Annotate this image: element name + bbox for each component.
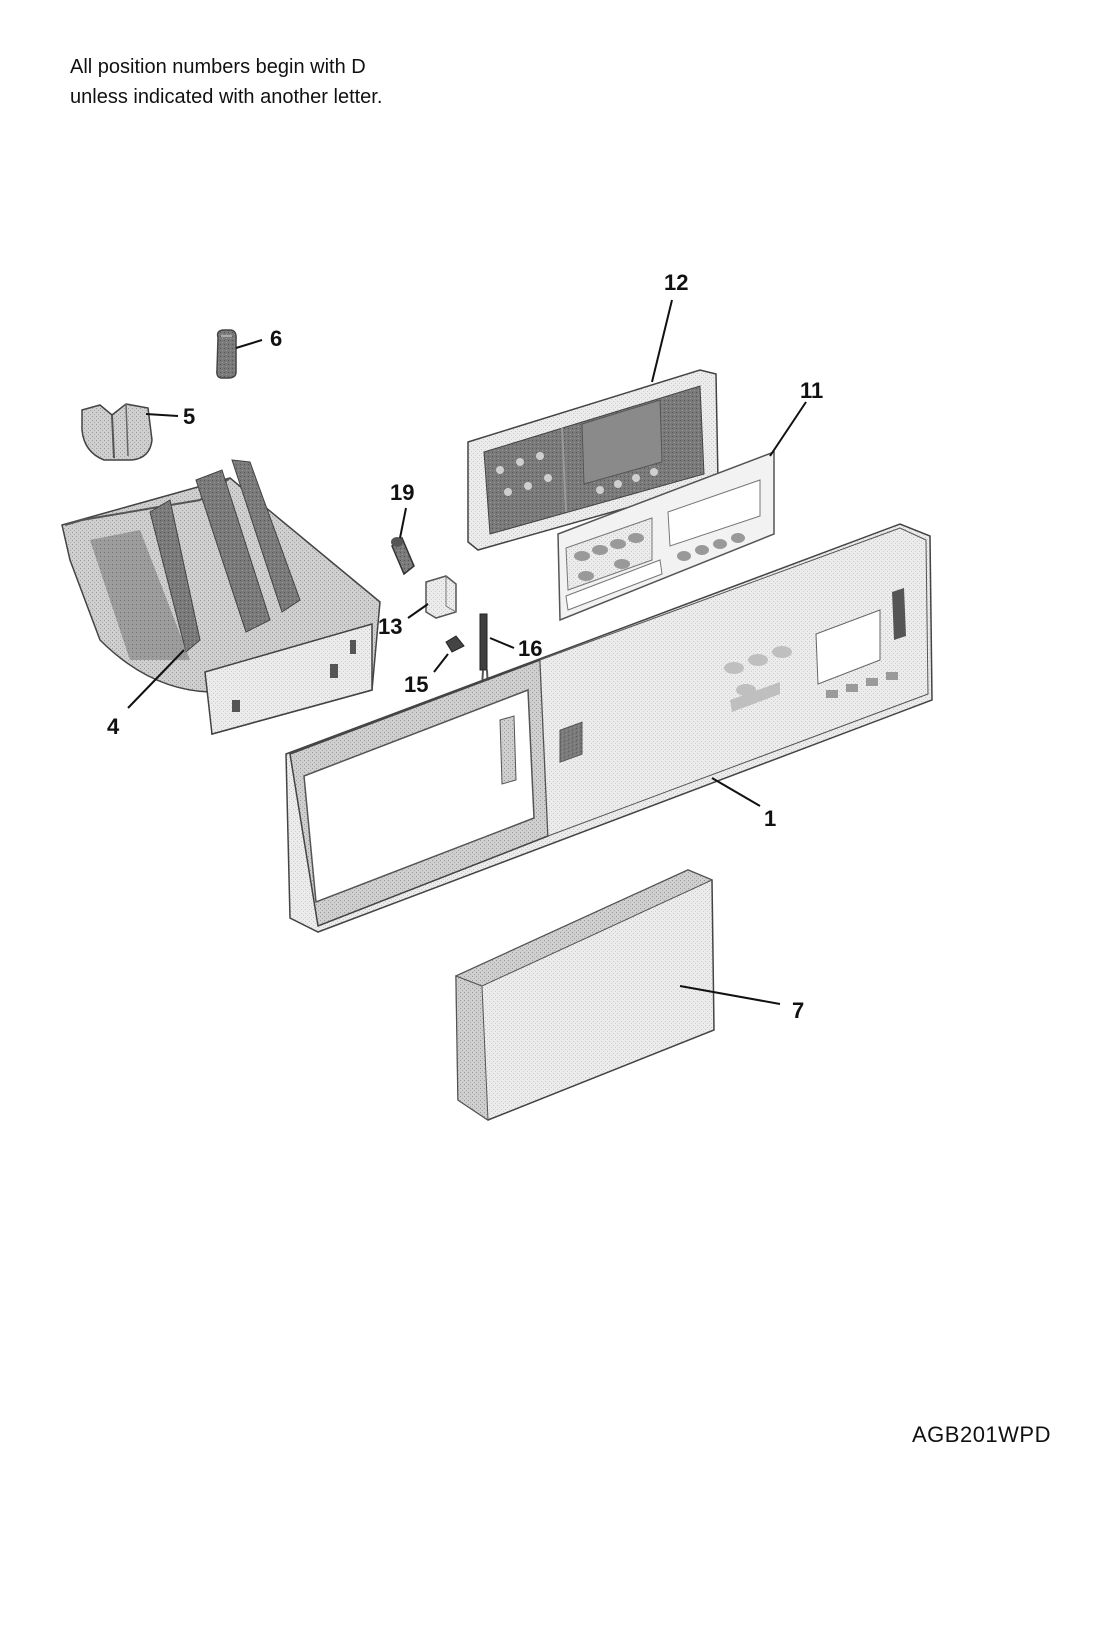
callout-16: 16 (518, 636, 542, 661)
leader-5 (145, 413, 179, 417)
callout-7: 7 (792, 998, 804, 1023)
callout-13: 13 (378, 614, 402, 639)
leader-1 (711, 777, 761, 807)
callout-12: 12 (664, 270, 688, 295)
callout-6: 6 (270, 326, 282, 351)
model-code: AGB201WPD (912, 1422, 1051, 1447)
leader-12 (651, 299, 673, 383)
note-line-1: All position numbers begin with D (70, 56, 366, 78)
leader-4 (127, 649, 185, 709)
part-13-block (425, 575, 457, 619)
part-6-cap (216, 329, 237, 379)
part-4-dispenser-drawer (61, 459, 381, 735)
leader-15 (433, 653, 449, 673)
leader-11 (769, 401, 807, 457)
part-5-dispenser-insert (81, 403, 153, 461)
callout-19: 19 (390, 480, 414, 505)
part-11-button-overlay (557, 450, 775, 622)
callout-4: 4 (107, 714, 120, 739)
part-19-roller (391, 536, 415, 576)
leader-19 (399, 507, 407, 539)
leader-16 (489, 637, 515, 649)
leader-6 (235, 339, 263, 349)
callout-15: 15 (404, 672, 428, 697)
callout-numbers: 6 5 4 12 11 19 13 15 16 1 7 (107, 270, 823, 1023)
callout-11: 11 (800, 378, 823, 403)
note-line-2: unless indicated with another letter. (70, 86, 383, 108)
part-1-control-panel (285, 523, 933, 933)
part-15-clip (445, 635, 465, 653)
callout-1: 1 (764, 806, 776, 831)
leader-7 (679, 985, 781, 1005)
leader-lines (127, 299, 807, 1005)
leader-13 (407, 603, 429, 619)
position-number-note: All position numbers begin with D unless… (70, 52, 382, 112)
part-12-control-board (467, 369, 719, 551)
part-7-drawer-front (454, 869, 715, 1121)
callout-5: 5 (183, 404, 195, 429)
